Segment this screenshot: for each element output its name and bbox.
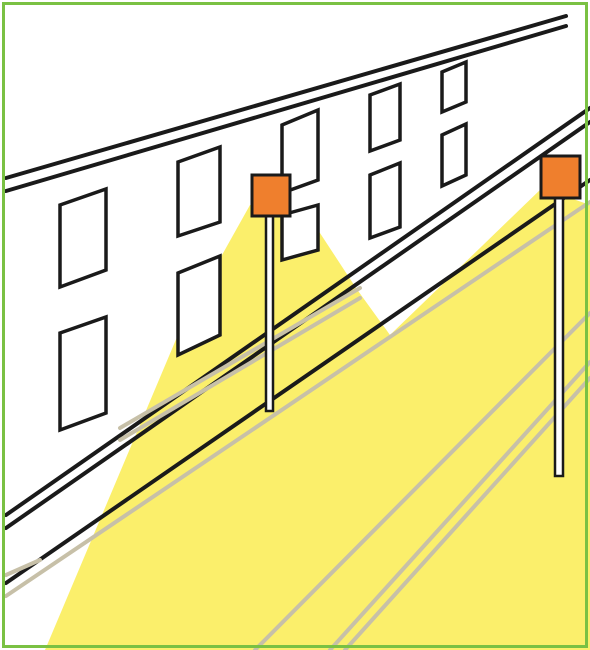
window (370, 84, 400, 151)
window (442, 124, 466, 186)
window (60, 189, 106, 287)
lamp-pole-icon (266, 214, 273, 411)
lamp-pole-icon (555, 198, 563, 476)
window (178, 147, 220, 236)
window (370, 163, 400, 238)
lamp-head-icon (252, 175, 290, 216)
window (442, 62, 466, 112)
lamp-head-icon (541, 156, 580, 198)
window (60, 317, 106, 430)
